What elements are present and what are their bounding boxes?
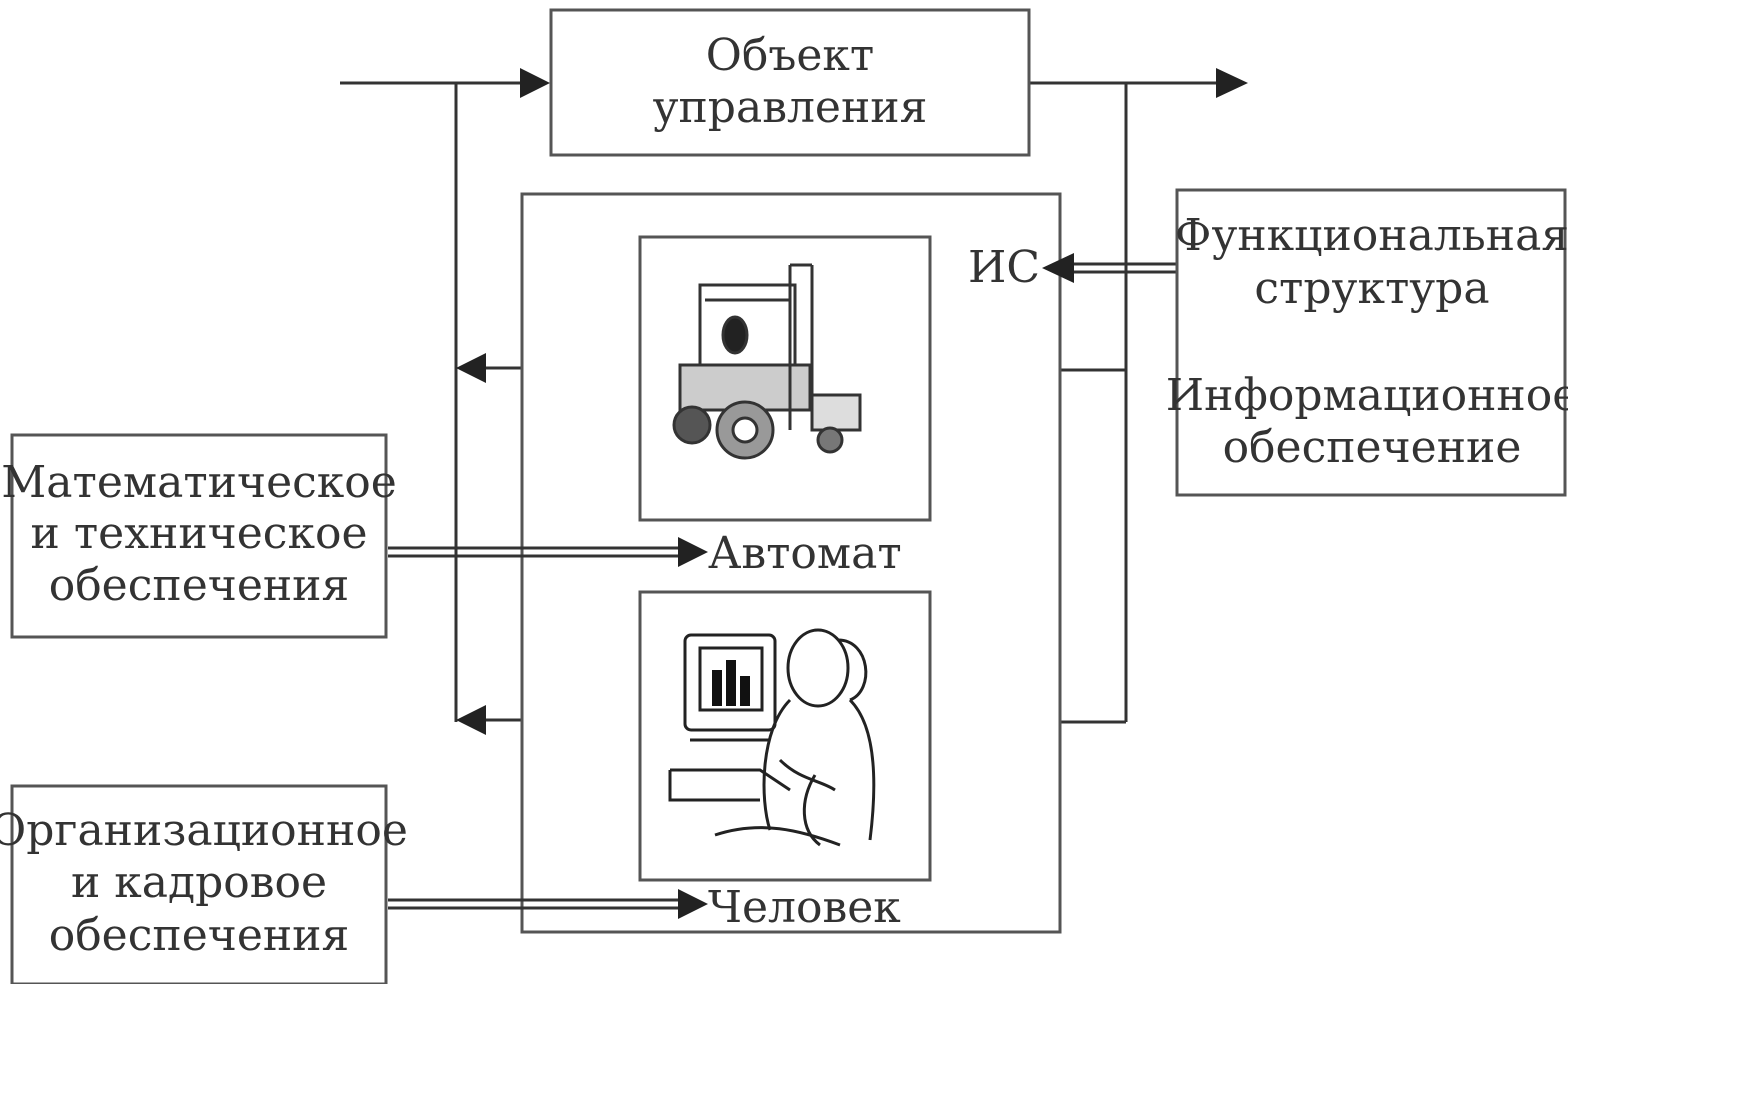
math-technical-box — [10, 433, 388, 639]
math-to-automat-arrow — [678, 537, 708, 567]
org-line1: Организационное — [0, 805, 408, 856]
diagram-canvas: Объект управления — [0, 8, 1568, 984]
automat-label: Автомат — [708, 528, 902, 579]
control-object-box — [549, 8, 1031, 157]
organizational-box — [10, 784, 388, 984]
functional-line1: Функциональная — [1175, 210, 1568, 261]
org-line2: и кадровое — [71, 857, 327, 908]
control-object-line1: Объект — [706, 30, 874, 81]
input-arrow — [520, 68, 550, 98]
org-to-human-arrow — [678, 889, 708, 919]
forklift-icon — [672, 263, 862, 460]
human-box — [638, 590, 932, 882]
human-label: Человек — [708, 882, 901, 933]
functional-line3: Информационное — [1166, 370, 1568, 421]
math-line2: и техническое — [31, 508, 368, 559]
automat-to-bus-arrow — [456, 353, 486, 383]
math-line3: обеспечения — [49, 560, 350, 611]
functional-line2: структура — [1254, 263, 1489, 314]
functional-to-is-arrow — [1042, 253, 1074, 283]
operator-at-computer-icon — [668, 628, 876, 847]
is-label: ИС — [968, 242, 1040, 293]
functional-line4: обеспечение — [1223, 422, 1522, 473]
output-arrow — [1216, 68, 1248, 98]
org-line3: обеспечения — [49, 910, 350, 961]
control-object-line2: управления — [653, 82, 928, 133]
functional-structure-box — [1175, 188, 1567, 497]
human-to-bus-arrow — [456, 705, 486, 735]
math-line1: Математическое — [1, 457, 397, 508]
